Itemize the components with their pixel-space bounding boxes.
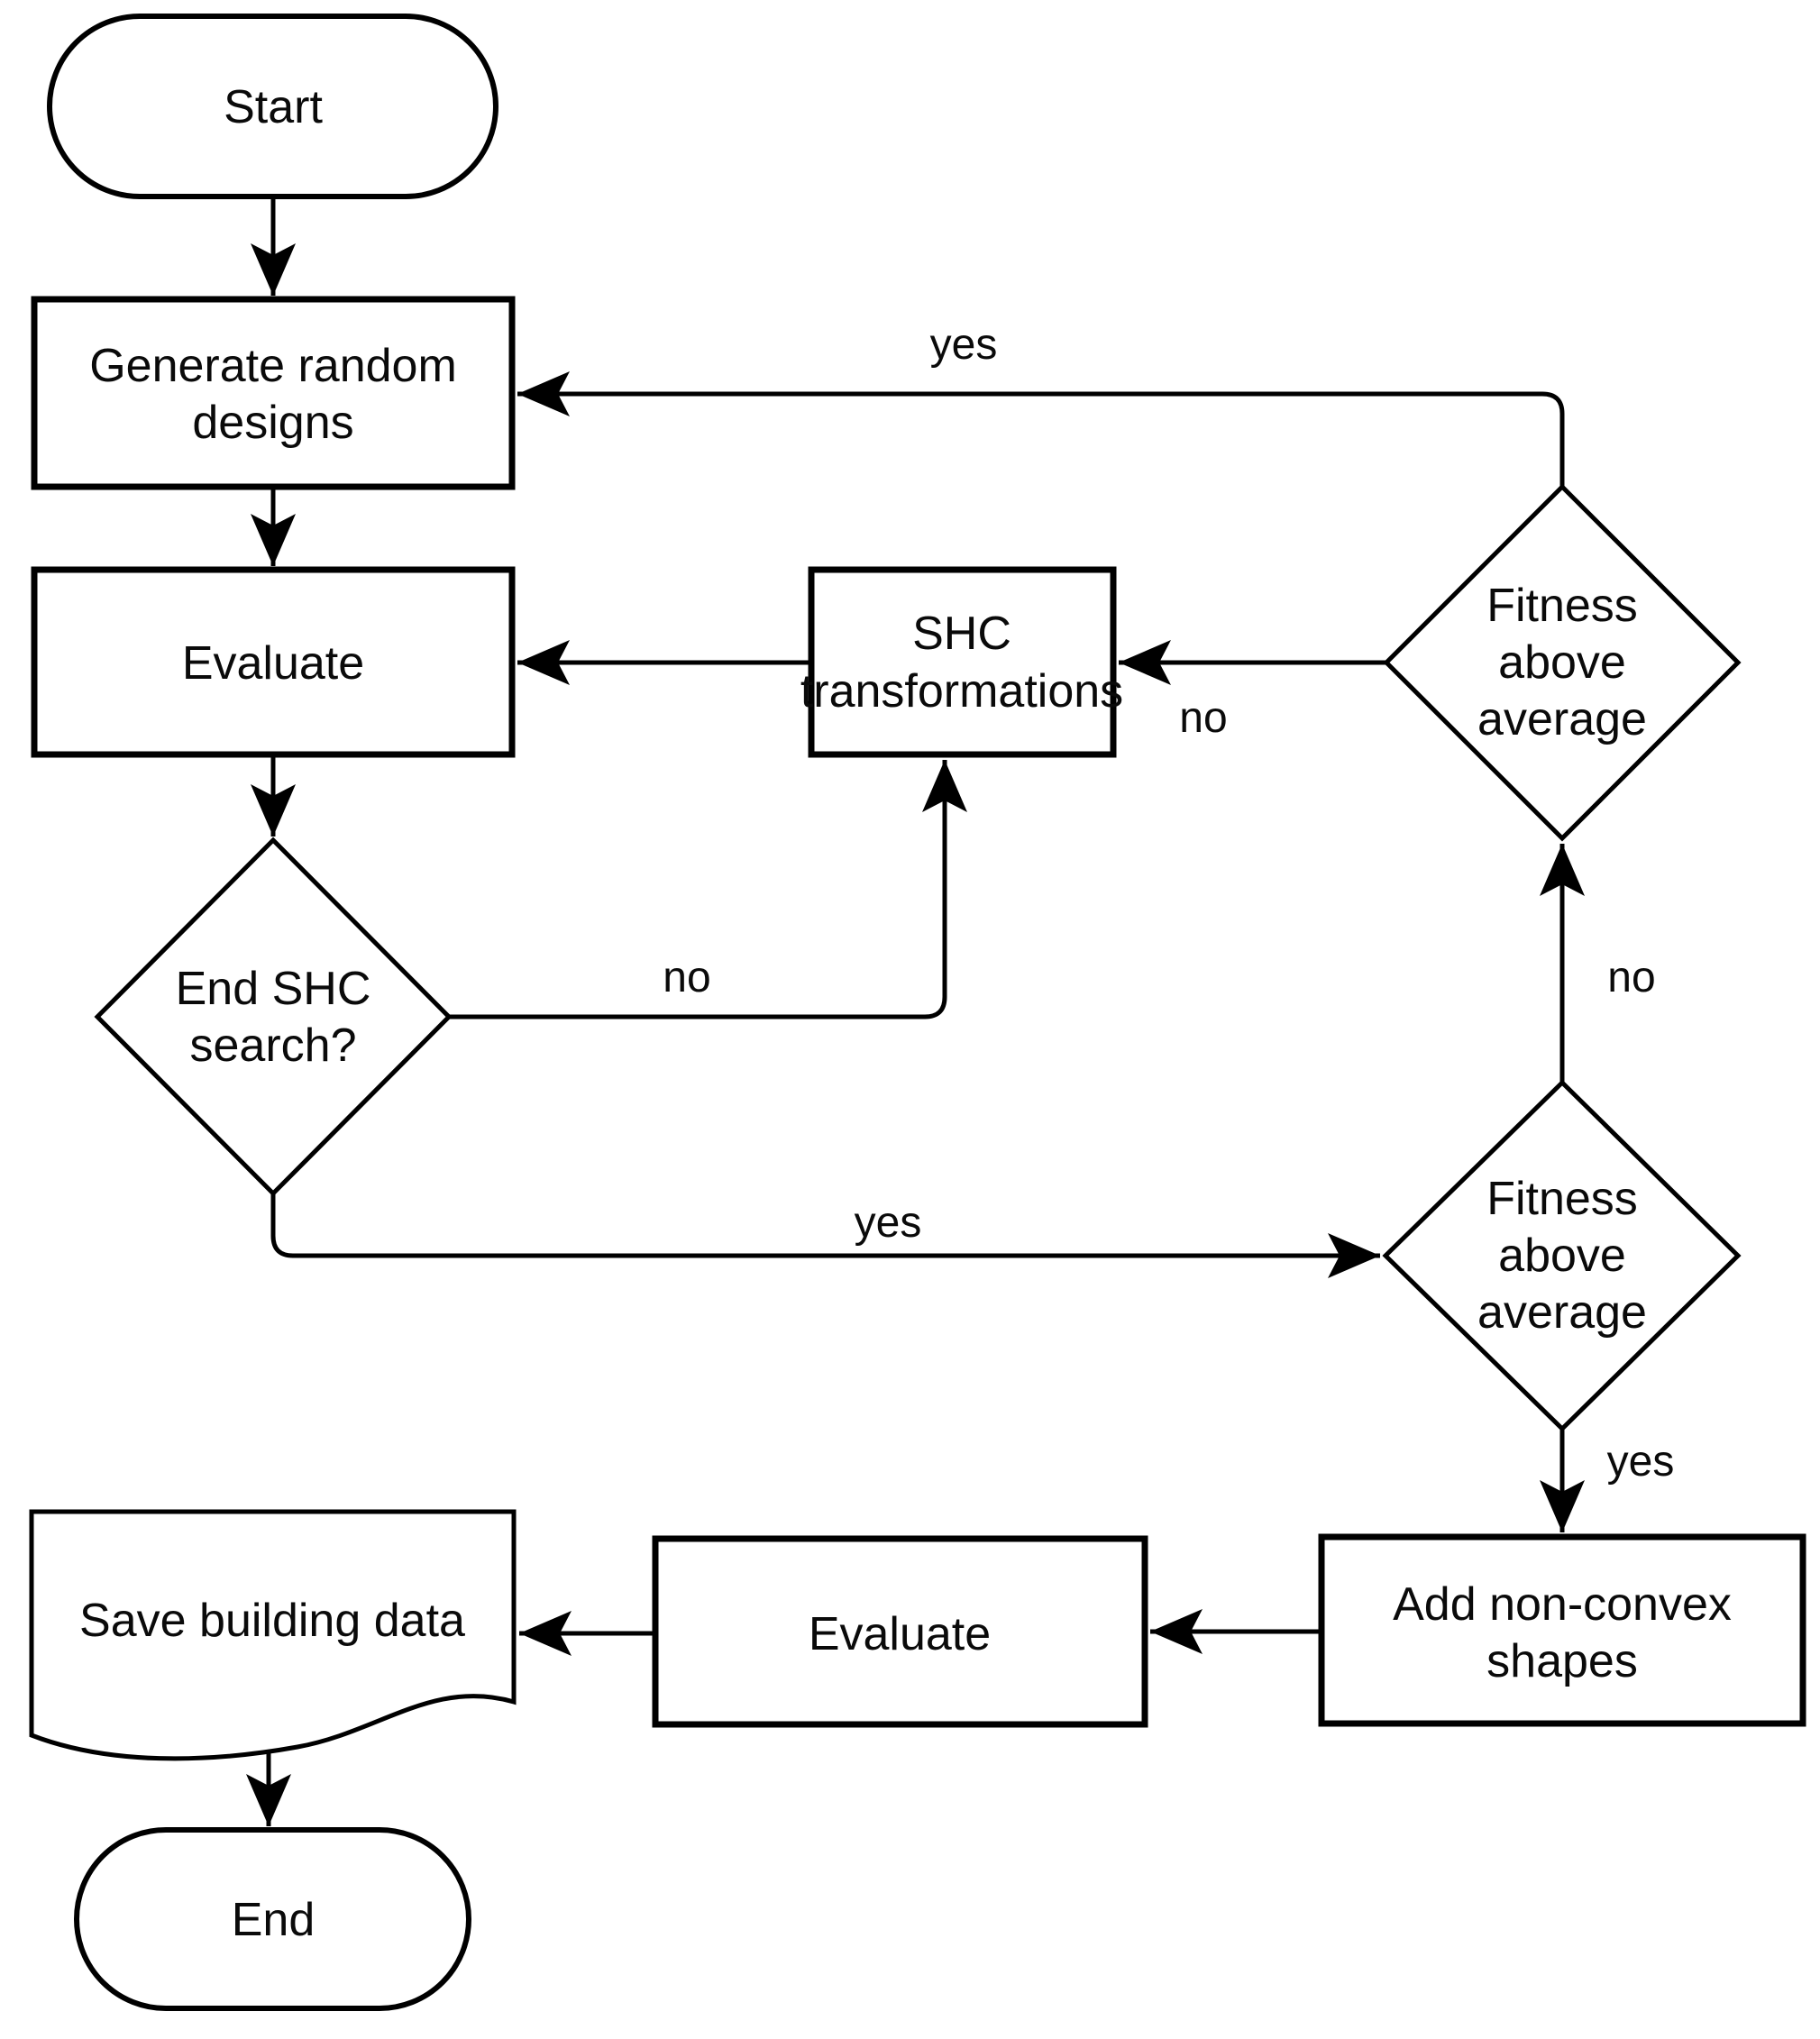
evaluate-shc-label: Evaluate — [182, 637, 364, 690]
evaluate-shc-node — [31, 566, 516, 758]
end-shc-search-label-line2: search? — [190, 1020, 357, 1072]
edge-label-yes-top: yes — [930, 321, 998, 369]
start-label: Start — [224, 81, 323, 133]
edge-endshc-no-to-shc — [449, 760, 967, 1020]
generate-random-designs-node — [31, 296, 516, 490]
shc-transformations-label-line2: transformations — [800, 665, 1123, 718]
shc-transformations-node — [808, 566, 1117, 758]
edge-endshc-yes-to-fitnessbottom — [270, 1193, 1380, 1278]
fitness-top-label-line3: average — [1477, 693, 1647, 745]
evaluate-final-label: Evaluate — [809, 1608, 991, 1660]
fitness-top-label-line1: Fitness — [1486, 580, 1638, 632]
add-non-convex-shapes-node — [1318, 1533, 1806, 1727]
evaluate-final-node — [652, 1535, 1148, 1728]
end-shc-search-node — [94, 837, 453, 1197]
fitness-bottom-label-line3: average — [1477, 1286, 1647, 1339]
save-building-data-node — [29, 1509, 517, 1761]
fitness-bottom-label-line1: Fitness — [1486, 1173, 1638, 1225]
fitness-above-average-top-node — [1383, 483, 1742, 842]
edge-label-no-fitnessbottom: no — [1607, 954, 1655, 1001]
edge-label-yes-fitnessbottom: yes — [1607, 1438, 1675, 1486]
edge-fitnesstop-yes-to-generate — [517, 371, 1565, 487]
end-node — [74, 1827, 471, 2011]
edge-label-no-fitnesstop: no — [1179, 694, 1227, 742]
generate-random-designs-label-line2: designs — [192, 397, 353, 449]
add-non-convex-shapes-label-line2: shapes — [1486, 1635, 1638, 1687]
end-label: End — [232, 1894, 316, 1946]
start-node — [47, 14, 498, 199]
save-building-data-label: Save building data — [79, 1595, 465, 1647]
edge-label-yes-endshc: yes — [855, 1199, 922, 1247]
fitness-top-label-line2: above — [1498, 636, 1626, 689]
shc-transformations-label-line1: SHC — [912, 608, 1011, 660]
end-shc-search-label-line1: End SHC — [176, 963, 371, 1015]
fitness-bottom-label-line2: above — [1498, 1230, 1626, 1282]
edge-label-no-endshc: no — [663, 954, 710, 1001]
generate-random-designs-label-line1: Generate random — [89, 340, 457, 392]
add-non-convex-shapes-label-line1: Add non-convex — [1393, 1578, 1732, 1631]
fitness-above-average-bottom-node — [1382, 1079, 1742, 1432]
